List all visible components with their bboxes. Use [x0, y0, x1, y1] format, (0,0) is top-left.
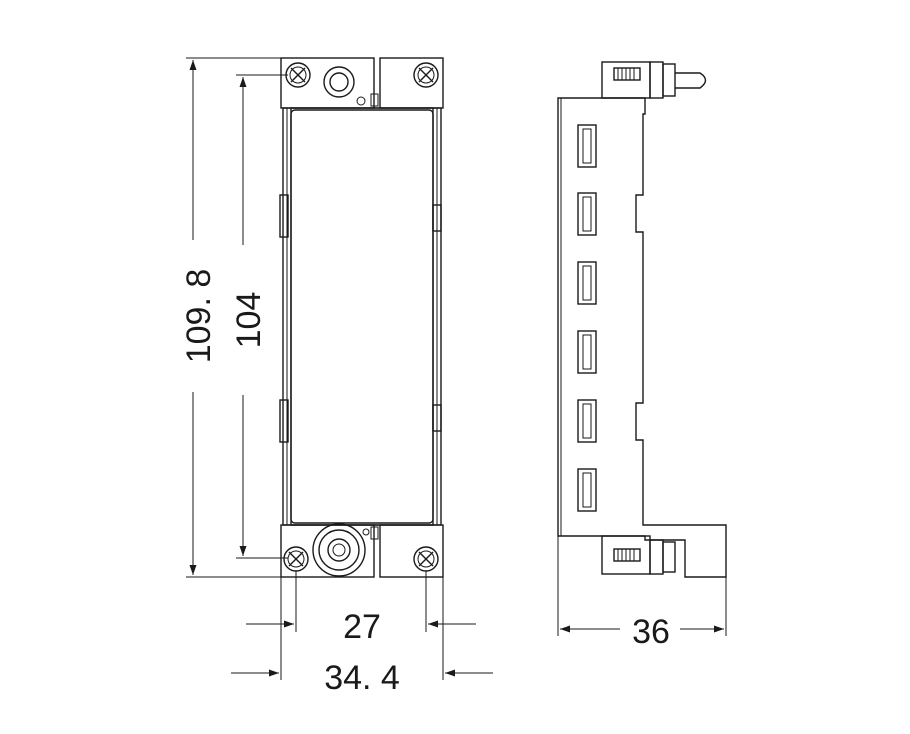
side-view	[557, 61, 727, 578]
overall-height-label: 109. 8	[180, 269, 218, 364]
screw-top-right-icon	[413, 62, 439, 88]
slot	[577, 399, 597, 443]
screw-bottom-right-icon	[413, 546, 439, 572]
frame-window	[290, 109, 434, 524]
dimension-lines	[186, 57, 727, 680]
depth-label: 36	[632, 613, 670, 651]
side-slots	[577, 124, 597, 512]
guide-pin-hole-icon	[323, 66, 366, 106]
slot	[577, 261, 597, 305]
screw-bottom-left-icon	[283, 546, 309, 572]
slot	[577, 124, 597, 168]
frame-inner-wall	[290, 107, 434, 526]
front-view	[279, 57, 444, 578]
inner-height-label: 104	[230, 292, 268, 349]
guide-pin-icon	[675, 72, 707, 89]
slot	[577, 330, 597, 374]
overall-width-label: 34. 4	[324, 659, 400, 697]
guide-bush-icon	[312, 523, 370, 577]
right-clip-bottom	[432, 404, 442, 432]
left-clip-top	[279, 194, 289, 238]
left-clip-bottom	[279, 399, 289, 443]
frame-body	[282, 107, 442, 526]
screw-pitch-label: 27	[343, 608, 381, 646]
slot	[577, 468, 597, 512]
screw-top-left-icon	[285, 62, 311, 88]
slot	[577, 192, 597, 236]
right-clip-top	[432, 204, 442, 232]
